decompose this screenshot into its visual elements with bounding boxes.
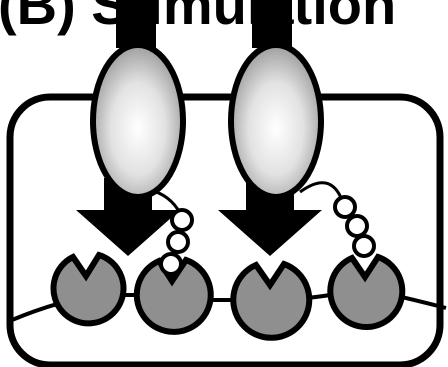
protein-3 xyxy=(230,260,313,341)
bead-left-1 xyxy=(170,208,194,232)
bead-left-3 xyxy=(159,252,183,276)
panel-title: (B) Stimulation xyxy=(0,0,396,36)
bead-right-3 xyxy=(352,234,376,258)
tether-right xyxy=(299,181,344,201)
protein-2 xyxy=(133,256,214,335)
stimulus-arrow-shaft-right xyxy=(252,0,292,48)
signal-arrow-right xyxy=(218,178,322,256)
receptor-right xyxy=(228,42,324,200)
protein-4 xyxy=(327,253,406,331)
stimulus-arrow-shaft-left xyxy=(116,0,156,48)
bead-right-1 xyxy=(333,195,357,219)
signal-arrow-left xyxy=(76,178,180,256)
protein-1 xyxy=(50,251,127,327)
receptor-left xyxy=(90,42,186,200)
bead-left-2 xyxy=(166,230,190,254)
bead-right-2 xyxy=(345,214,369,238)
